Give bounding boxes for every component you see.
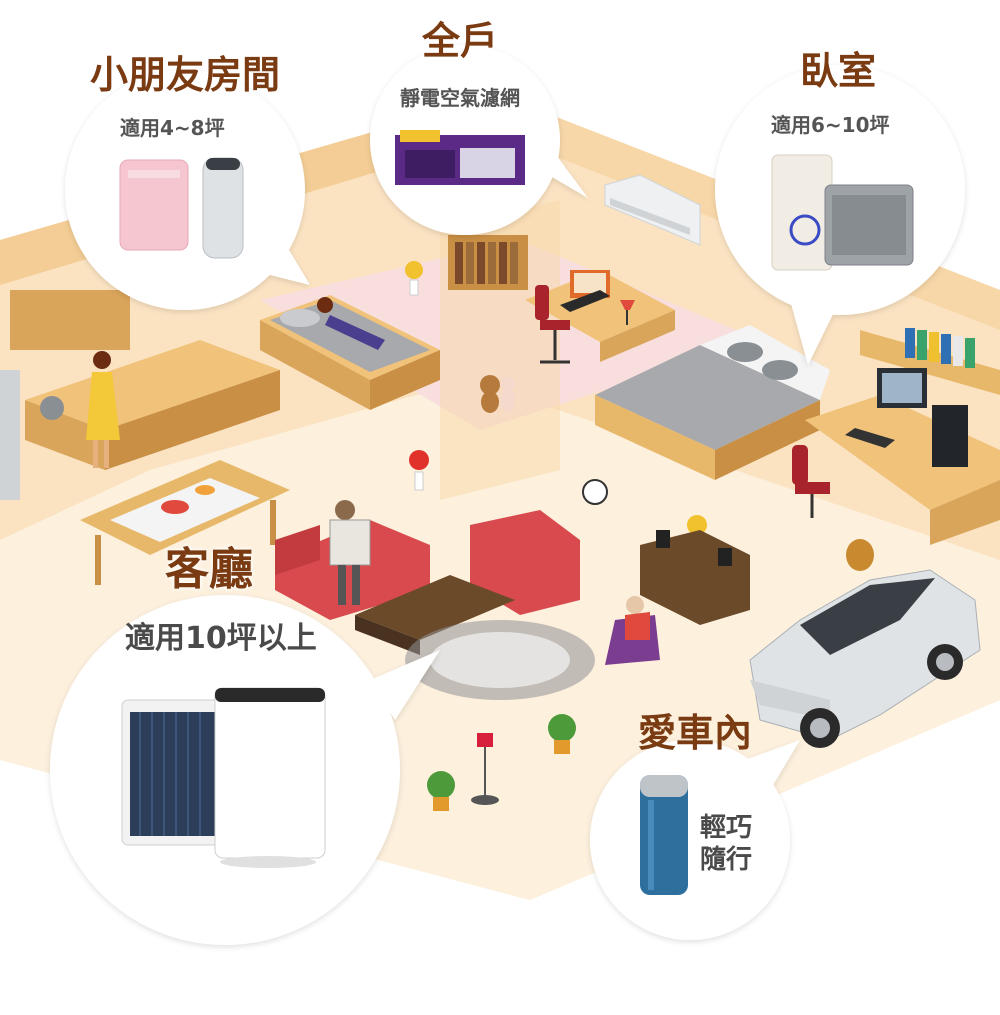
- air-conditioner: [604, 174, 701, 246]
- soccer-ball: [582, 479, 608, 505]
- zone-coverage-bedroom: 適用6~10坪: [771, 113, 890, 137]
- master-bed: [595, 325, 830, 480]
- zone-title-kids-room: 小朋友房間: [90, 53, 281, 97]
- car-tagline-line2: 隨行: [700, 845, 753, 875]
- air-purifier-icon: [119, 157, 244, 259]
- car-icon: [749, 569, 981, 748]
- air-purifier-icon: [771, 154, 914, 271]
- toys: [480, 375, 515, 413]
- grandma: [605, 596, 660, 665]
- zone-coverage-kids-room: 適用4~8坪: [120, 116, 225, 140]
- dining-table: [80, 460, 290, 585]
- bin: [846, 539, 874, 571]
- bookshelf: [448, 235, 528, 290]
- zone-title-living-room: 客廳: [165, 544, 253, 595]
- car-tagline-line1: 輕巧: [700, 813, 753, 843]
- computer-desk: [792, 328, 1000, 545]
- zone-title-car: 愛車內: [638, 711, 753, 755]
- plants: [427, 714, 576, 811]
- kids-bed: [260, 295, 440, 410]
- zone-title-bedroom: 臥室: [800, 49, 877, 93]
- zone-coverage-living-room: 適用10坪以上: [125, 621, 317, 656]
- coffee-table: [355, 575, 515, 655]
- kitchen: [0, 290, 280, 500]
- air-purifier-icon: [121, 687, 326, 868]
- car-purifier-icon: [640, 775, 688, 895]
- tv-cabinet: [640, 530, 750, 625]
- zone-product-whole-house: 靜電空氣濾網: [400, 86, 520, 110]
- study-desk: [525, 270, 675, 364]
- living-room-sofas: [275, 500, 580, 620]
- car-tagline: 輕巧 隨行: [700, 812, 760, 876]
- air-filter-pack-icon: [395, 130, 525, 185]
- zone-title-whole-house: 全戶: [422, 19, 499, 63]
